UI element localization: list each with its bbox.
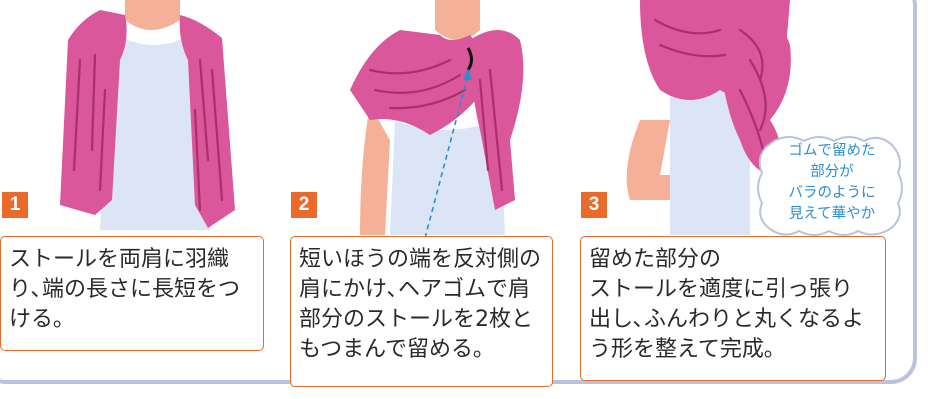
- stole-fold-line: [653, 18, 722, 35]
- callout-text: ゴムで留めた 部分が バラのように 見えて華やか: [788, 143, 876, 222]
- pointer-arrowhead: [463, 68, 472, 80]
- step-number-1: 1: [2, 192, 28, 218]
- stole-fold-line: [738, 28, 764, 82]
- stole-fold-line: [193, 108, 202, 212]
- dress: [670, 90, 750, 235]
- dress: [390, 120, 505, 235]
- stole-fold-line: [210, 68, 224, 202]
- stole-fold-line: [658, 43, 727, 58]
- stole-hanging-end: [470, 30, 524, 210]
- callout-cloud-shape: [757, 136, 903, 236]
- stole-fold-line: [98, 88, 107, 192]
- pointer-dashed-line: [424, 74, 469, 239]
- stole-fold-line: [198, 58, 210, 162]
- step-number-2: 2: [291, 192, 317, 218]
- stole-fold-line: [90, 53, 97, 152]
- step-3-caption: 留めた部分の ストールを適度に引っ張り 出し､ふんわりと丸くなるよ う形を整えて…: [580, 236, 886, 381]
- callout-bubble: [757, 136, 903, 236]
- stole-fold-line: [478, 78, 490, 172]
- neck-skin: [125, 0, 180, 30]
- stole-fold-line: [748, 58, 767, 132]
- step-1-caption: ストールを両肩に羽織 り､端の長さに長短をつ ける｡: [0, 236, 264, 351]
- stole-right-panel: [179, 15, 235, 228]
- illustration-step-2: [350, 0, 524, 239]
- arm-left-skin: [360, 105, 390, 235]
- stole-rose-gather: [720, 8, 791, 175]
- step-number-3: 3: [581, 192, 607, 218]
- illustration-step-1: [60, 0, 235, 230]
- illustration-step-3: [626, 0, 791, 235]
- stole-fold-line: [368, 58, 452, 75]
- stole-fold-line: [388, 88, 467, 110]
- stole-drape: [350, 30, 490, 135]
- neck-skin: [435, 0, 480, 40]
- stole-fold-line: [373, 73, 462, 94]
- stole-fold-line: [488, 68, 504, 192]
- dress: [100, 30, 210, 230]
- stole-fold-line: [72, 58, 82, 172]
- hair-tie: [466, 47, 473, 71]
- step-2-caption: 短いほうの端を反対側の 肩にかけ､ヘアゴムで肩 部分のストールを2枚と もつまん…: [290, 236, 553, 387]
